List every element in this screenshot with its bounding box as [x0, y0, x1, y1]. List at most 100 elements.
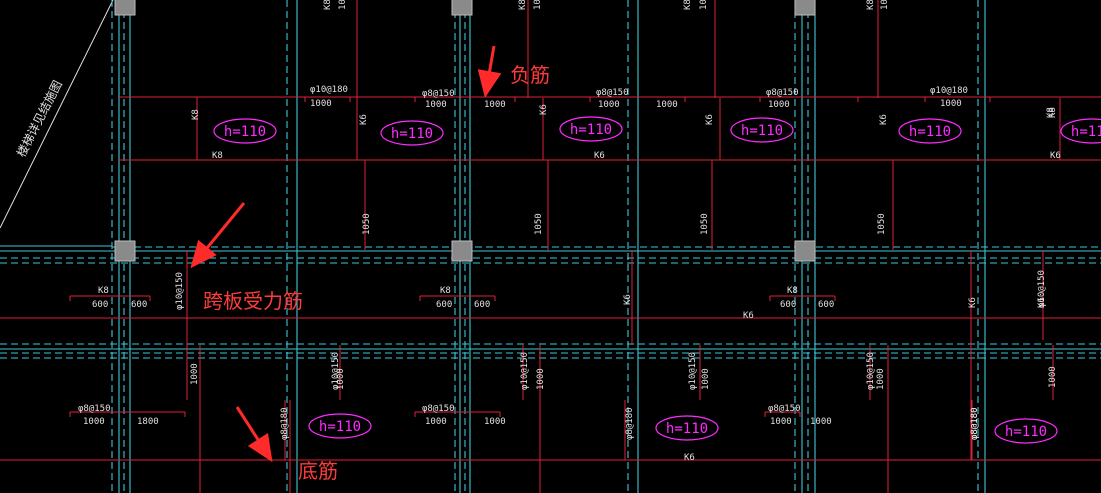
- rebar-label: 1000: [484, 417, 506, 427]
- column-square: [451, 0, 473, 16]
- rebar-label: 600: [474, 300, 490, 310]
- rebar-label: φ10@150: [866, 352, 876, 390]
- rebar-label: 1000: [310, 99, 332, 109]
- rebar-label: 1000: [940, 99, 962, 109]
- rebar-label: K8: [1046, 107, 1056, 118]
- rebar-label: φ8@180: [280, 407, 290, 440]
- rebar-label: 1000: [656, 100, 678, 110]
- rebar-label: φ8@150: [422, 89, 455, 99]
- rebar-label: 1050: [534, 213, 544, 235]
- slab-thickness-label: h=110: [319, 419, 361, 435]
- rebar-label: 1000: [336, 368, 346, 390]
- rebar-label: 1000: [533, 0, 543, 10]
- thickness-ellipse: [898, 118, 962, 144]
- rebar-label: 1050: [877, 213, 887, 235]
- rebar-label: φ10@180: [930, 86, 968, 96]
- rebar-label: 1000: [810, 417, 832, 427]
- rebar-label: φ10@150: [1037, 270, 1047, 308]
- rebar-label: 1000: [190, 363, 200, 385]
- slab-thickness-label: h=110: [391, 126, 433, 142]
- rebar-label: K8: [787, 286, 798, 296]
- rebar-label: K6: [879, 114, 889, 125]
- thickness-ellipse: [213, 118, 277, 144]
- column-square: [794, 240, 816, 262]
- arrow-down-right-icon: [235, 406, 273, 463]
- rebar-label: K8: [212, 151, 223, 161]
- rebar-label: 1000: [699, 0, 709, 10]
- rebar-label: 1800: [137, 417, 159, 427]
- arrow-down-icon: [477, 45, 502, 98]
- rebar-label: 1050: [700, 213, 710, 235]
- rebar-label: φ10@150: [331, 352, 341, 390]
- rebar-label: K8: [98, 286, 109, 296]
- stair-diagonal-line: [0, 0, 114, 229]
- rebar-label: K6: [1037, 297, 1047, 308]
- stair-note-label: 楼梯详见结施图: [13, 78, 65, 160]
- columns: [114, 0, 816, 262]
- arrow-down-left-icon: [190, 202, 246, 269]
- thickness-ellipse: [559, 116, 623, 142]
- rebar-label: 600: [436, 300, 452, 310]
- annotation-span-rebar: 跨板受力筋: [203, 289, 303, 313]
- rebar-label: φ8@150: [78, 404, 111, 414]
- rebar-label: K6: [539, 104, 549, 115]
- annotation-negative-rebar: 负筋: [510, 63, 550, 87]
- rebar-label: K6: [705, 114, 715, 125]
- column-square: [114, 240, 136, 262]
- thickness-ellipse: [994, 418, 1058, 444]
- rebar-label: 1050: [362, 213, 372, 235]
- rebar-label: 1000: [425, 100, 447, 110]
- rebar-label: K8: [440, 286, 451, 296]
- rebar-label: 1000: [876, 368, 886, 390]
- rebar-label: K6: [684, 453, 695, 463]
- rebar-label: 1000: [598, 100, 620, 110]
- rebar-label: φ8@180: [970, 407, 980, 440]
- annotation-bottom-rebar: 底筋: [298, 459, 338, 483]
- rebar-label: φ10@150: [175, 272, 185, 310]
- rebar-label: φ8@150: [768, 404, 801, 414]
- rebar-label: 600: [818, 300, 834, 310]
- slab-thickness-label: h=110: [1005, 424, 1047, 440]
- rebar-label: φ8@150: [422, 404, 455, 414]
- thickness-ellipse: [380, 120, 444, 146]
- slab-thickness-label: h=110: [1071, 124, 1101, 140]
- rebar-label: 1000: [768, 100, 790, 110]
- rebar-label: K6: [743, 311, 754, 321]
- rebar-label: φ10@150: [520, 352, 530, 390]
- rebar-label: 1000: [1048, 366, 1058, 388]
- rebar-label: φ8@180: [625, 407, 635, 440]
- slab-thickness-label: h=110: [909, 124, 951, 140]
- rebar-label: K6: [1050, 151, 1061, 161]
- rebar-label: K6: [359, 114, 369, 125]
- rebar-label: K8: [323, 0, 333, 10]
- slab-thickness-tags: h=110 h=110 h=110 h=110 h=110 h=110 h=110 h=110…: [213, 116, 1101, 444]
- rebar-label: 1000: [425, 417, 447, 427]
- column-square: [114, 0, 136, 16]
- rebar-label: K8: [1048, 107, 1058, 118]
- rebar-label: K8: [191, 109, 201, 120]
- rebar-label: K6: [623, 294, 633, 305]
- rebar-label: 1000: [880, 0, 890, 10]
- rebar-label: K6: [968, 297, 978, 308]
- column-square: [451, 240, 473, 262]
- rebar-labels: K81000K81000K81000K81000φ10@1801000φ8@15…: [78, 0, 1061, 463]
- rebar-label: 1000: [338, 0, 348, 10]
- slab-thickness-label: h=110: [224, 124, 266, 140]
- rebar-label: 600: [780, 300, 796, 310]
- slab-thickness-label: h=110: [570, 122, 612, 138]
- rebar-label: 1000: [484, 100, 506, 110]
- rebar-label: 1000: [536, 368, 546, 390]
- rebar-label: 600: [92, 300, 108, 310]
- thickness-ellipse: [655, 415, 719, 441]
- rebar-label: K8: [518, 0, 528, 10]
- slab-thickness-label: h=110: [666, 421, 708, 437]
- rebar-label: 600: [131, 300, 147, 310]
- column-square: [794, 0, 816, 16]
- rebar-label: K6: [594, 151, 605, 161]
- rebar-label: φ10@180: [310, 85, 348, 95]
- thickness-ellipse: [308, 413, 372, 439]
- rebar-label: 1000: [770, 417, 792, 427]
